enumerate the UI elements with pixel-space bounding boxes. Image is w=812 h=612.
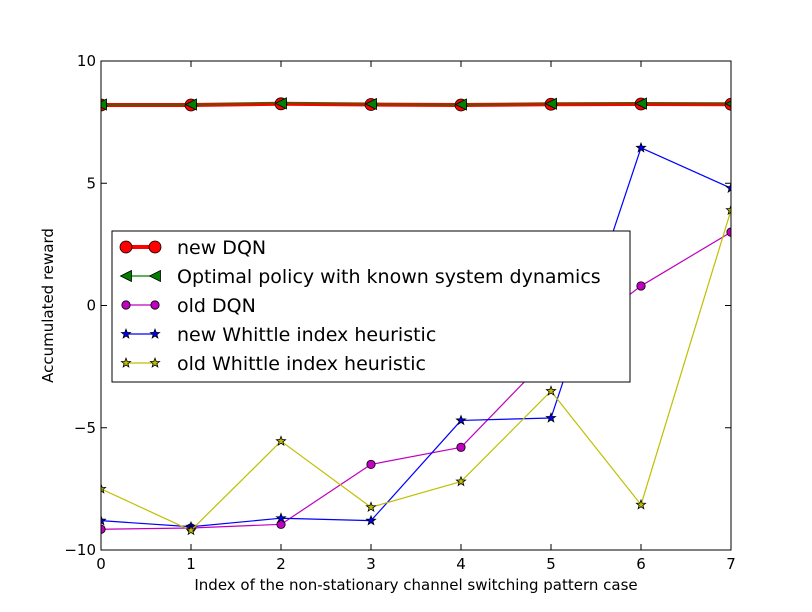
x-tick-label: 5 — [546, 555, 556, 573]
ticks-layer: 0 1 2 3 4 5 6 7 −10 −5 0 5 10 — [64, 52, 735, 573]
x-tick-label: 6 — [636, 555, 646, 573]
legend-box — [111, 230, 631, 383]
legend-marker — [120, 328, 132, 339]
series-clip-group — [101, 97, 731, 536]
x-tick-label: 0 — [96, 555, 106, 573]
data-point-old-whittle-index-heuristic — [725, 204, 731, 215]
data-point-optimal-policy-with-known-system-dynamics — [544, 97, 557, 110]
data-point-old-whittle-index-heuristic — [101, 482, 107, 494]
data-point-optimal-policy-with-known-system-dynamics — [454, 98, 467, 111]
data-point-old-whittle-index-heuristic — [365, 501, 377, 513]
data-point-new-whittle-index-heuristic — [635, 141, 647, 153]
data-point-optimal-policy-with-known-system-dynamics — [634, 97, 647, 110]
data-point-new-whittle-index-heuristic — [545, 412, 557, 423]
x-tick-label: 3 — [366, 555, 376, 573]
legend-marker — [148, 269, 161, 283]
legend-label: new DQN — [177, 237, 266, 259]
legend-marker — [120, 357, 132, 368]
data-point-new-whittle-index-heuristic — [275, 512, 287, 524]
series-old-whittle-index-heuristic — [101, 204, 731, 536]
legend-marker — [149, 357, 161, 368]
x-tick-label: 1 — [186, 555, 196, 573]
y-tick-label: 10 — [77, 52, 96, 70]
series-optimal-policy-with-known-system-dynamics — [101, 97, 731, 111]
legend-label: new Whittle index heuristic — [177, 324, 436, 346]
legend-marker — [148, 240, 162, 254]
y-axis-label: Accumulated reward — [39, 228, 57, 383]
data-point-optimal-policy-with-known-system-dynamics — [101, 98, 107, 111]
y-tick-label: 5 — [86, 174, 96, 192]
legend-label: old DQN — [177, 295, 256, 317]
legend-marker — [121, 300, 131, 310]
legend-entry-new-dqn: new DQN — [119, 237, 266, 259]
data-point-new-whittle-index-heuristic — [101, 514, 107, 526]
data-point-old-whittle-index-heuristic — [185, 524, 197, 536]
legend-label: Optimal policy with known system dynamic… — [177, 266, 601, 288]
legend-entry-optimal-policy-with-known-system-dynamics: Optimal policy with known system dynamic… — [119, 266, 601, 288]
legend-entry-new-whittle-index-heuristic: new Whittle index heuristic — [120, 324, 436, 346]
legend-marker — [119, 240, 133, 254]
data-point-optimal-policy-with-known-system-dynamics — [364, 97, 377, 111]
data-point-new-whittle-index-heuristic — [455, 414, 467, 426]
data-point-old-dqn — [456, 442, 466, 452]
data-point-old-whittle-index-heuristic — [545, 385, 557, 396]
x-tick-label: 4 — [456, 555, 466, 573]
series-layer — [101, 97, 731, 536]
data-point-optimal-policy-with-known-system-dynamics — [724, 100, 731, 107]
legend-label: old Whittle index heuristic — [177, 353, 426, 375]
data-point-old-dqn — [636, 281, 646, 291]
series-line-old-whittle-index-heuristic — [101, 209, 731, 532]
data-point-new-whittle-index-heuristic — [725, 182, 731, 193]
legend: new DQN Optimal policy with known system … — [111, 230, 631, 383]
legend-marker — [119, 269, 132, 283]
y-tick-label: −5 — [74, 419, 96, 437]
data-point-old-whittle-index-heuristic — [275, 435, 287, 447]
legend-entry-old-whittle-index-heuristic: old Whittle index heuristic — [120, 353, 426, 375]
data-point-old-whittle-index-heuristic — [635, 498, 647, 510]
y-tick-label: −10 — [64, 541, 96, 559]
data-point-new-whittle-index-heuristic — [365, 514, 377, 526]
data-point-old-dqn — [366, 459, 376, 470]
series-line-optimal-policy-with-known-system-dynamics — [101, 102, 731, 106]
x-tick-label: 7 — [726, 555, 736, 573]
data-point-optimal-policy-with-known-system-dynamics — [184, 98, 197, 111]
y-tick-label: 0 — [86, 297, 96, 315]
series-line-new-whittle-index-heuristic — [101, 147, 731, 528]
legend-marker — [149, 328, 161, 339]
x-axis-label: Index of the non-stationary channel swit… — [194, 576, 637, 594]
legend-marker — [150, 300, 160, 310]
x-tick-label: 2 — [276, 555, 286, 573]
data-point-old-whittle-index-heuristic — [455, 475, 467, 487]
legend-entries: new DQN Optimal policy with known system … — [119, 237, 601, 375]
data-point-optimal-policy-with-known-system-dynamics — [274, 97, 287, 110]
legend-entry-old-dqn: old DQN — [121, 295, 256, 317]
